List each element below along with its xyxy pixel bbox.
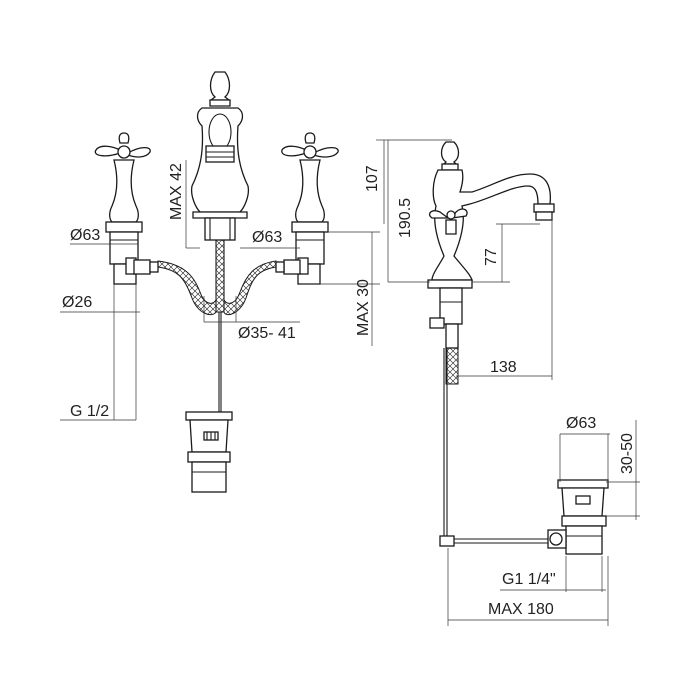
- dim-77: 77: [483, 248, 500, 266]
- front-dimension-lines: [60, 160, 380, 421]
- dim-max180: MAX 180: [488, 601, 554, 618]
- dim-d35-41: Ø35- 41: [238, 325, 296, 342]
- dim-max30: MAX 30: [355, 279, 372, 336]
- dim-138: 138: [490, 359, 517, 376]
- front-view: MAX 42 Ø63 Ø63 Ø26 Ø35- 41 G 1/2 MAX 30: [60, 71, 380, 493]
- side-view: 107 190.5 77 138 Ø63 30-50 G1 1/4" MAX 1…: [364, 139, 640, 626]
- side-spout: [427, 141, 555, 547]
- waste-drain: [185, 411, 233, 493]
- dim-d63-left: Ø63: [70, 227, 100, 244]
- dim-107: 107: [364, 165, 381, 192]
- braided-hoses: [157, 239, 277, 316]
- dim-d63-side: Ø63: [566, 415, 596, 432]
- dim-d63-right: Ø63: [252, 229, 282, 246]
- dim-d26: Ø26: [62, 294, 92, 311]
- dim-max42: MAX 42: [168, 163, 185, 220]
- side-dimension-lines: [376, 139, 640, 626]
- left-cross-handle: [94, 132, 159, 285]
- side-waste-drain: [547, 479, 609, 555]
- dim-g12: G 1/2: [70, 403, 109, 420]
- dim-g1-1-4: G1 1/4": [502, 571, 556, 588]
- dim-30-50: 30-50: [619, 433, 636, 474]
- dim-190-5: 190.5: [397, 198, 414, 238]
- right-cross-handle: [275, 132, 339, 285]
